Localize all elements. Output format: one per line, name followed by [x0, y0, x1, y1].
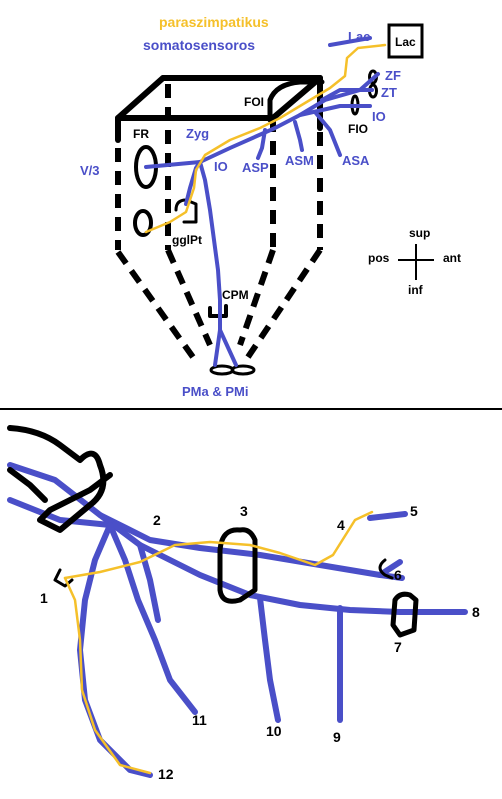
- number-1: 1: [40, 590, 48, 606]
- label-inf: inf: [408, 283, 424, 297]
- label-lac-gland: Lac: [395, 35, 416, 49]
- number-10: 10: [266, 723, 282, 739]
- number-9: 9: [333, 729, 341, 745]
- number-12: 12: [158, 766, 174, 782]
- number-3: 3: [240, 503, 248, 519]
- label-io-right: IO: [372, 109, 386, 124]
- number-5: 5: [410, 503, 418, 519]
- label-fio: FIO: [348, 122, 368, 136]
- orientation-cross: sup inf pos ant: [368, 226, 461, 297]
- number-2: 2: [153, 512, 161, 528]
- label-zf: ZF: [385, 68, 401, 83]
- bottom-outlines: [7, 425, 419, 638]
- label-pos: pos: [368, 251, 390, 265]
- label-fr: FR: [133, 127, 149, 141]
- bottom-parasympathetic-nerves: [63, 510, 374, 775]
- number-7: 7: [394, 639, 402, 655]
- label-asa: ASA: [342, 153, 370, 168]
- bottom-diagram: 1 2 3 4 5 6 7 8 9 10 11 12: [7, 425, 480, 782]
- label-zt: ZT: [381, 85, 397, 100]
- label-cpm: CPM: [222, 288, 249, 302]
- label-zyg: Zyg: [186, 126, 209, 141]
- legend-parasympathetic: paraszimpatikus: [159, 14, 269, 30]
- label-pma-pmi: PMa & PMi: [182, 384, 248, 399]
- label-io-left: IO: [214, 159, 228, 174]
- number-8: 8: [472, 604, 480, 620]
- number-6: 6: [394, 567, 402, 583]
- label-sup: sup: [409, 226, 430, 240]
- label-gglpt: gglPt: [172, 233, 202, 247]
- label-lac-nerve: Lac: [348, 29, 370, 44]
- lacrimal-gland-box: [387, 23, 424, 59]
- label-foi: FOI: [244, 95, 264, 109]
- number-4: 4: [337, 517, 345, 533]
- label-v3: V/3: [80, 163, 100, 178]
- legend-somatosensory: somatosensoros: [143, 37, 255, 53]
- label-asp: ASP: [242, 160, 269, 175]
- parasympathetic-nerves: [144, 43, 387, 234]
- top-diagram: paraszimpatikus somatosensoros: [80, 14, 461, 399]
- number-11: 11: [192, 712, 207, 728]
- label-asm: ASM: [285, 153, 314, 168]
- label-ant: ant: [443, 251, 461, 265]
